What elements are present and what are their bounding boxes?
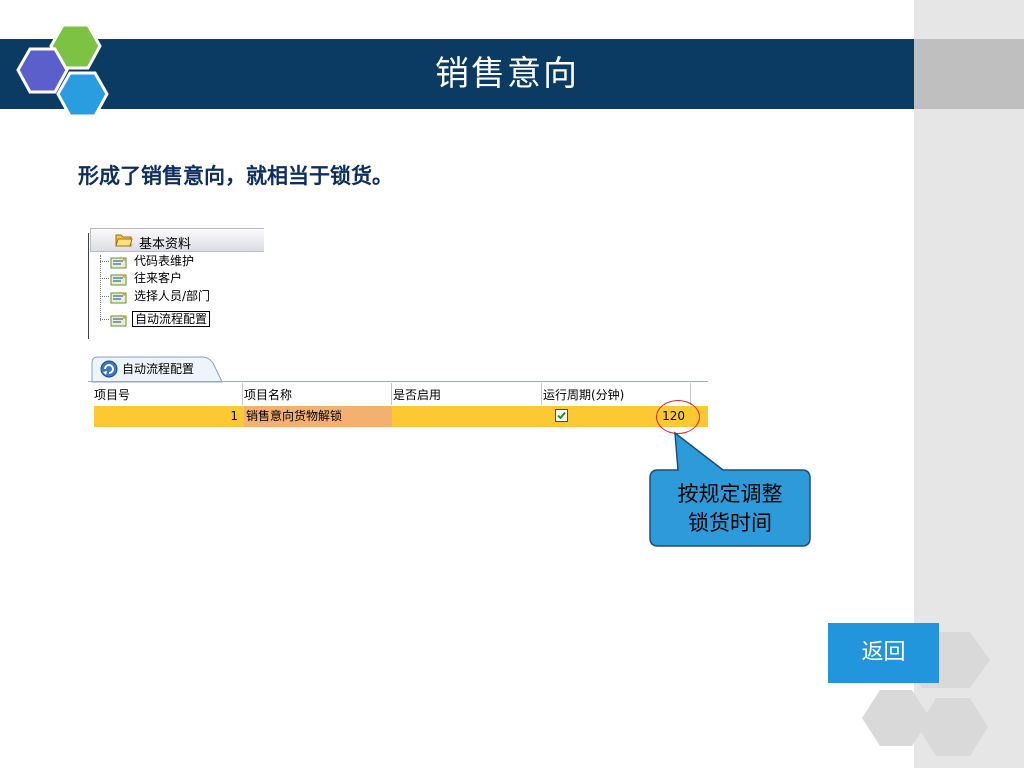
slide-subtitle: 形成了销售意向，就相当于锁货。 <box>78 164 393 188</box>
highlight-circle <box>656 400 700 434</box>
tree-connector <box>100 255 101 321</box>
back-button[interactable]: 返回 <box>828 623 939 683</box>
tree-item-label: 自动流程配置 <box>132 311 211 327</box>
page-title: 销售意向 <box>435 54 579 94</box>
tree-item-label: 往来客户 <box>134 271 183 285</box>
cell-name: 销售意向货物解锁 <box>244 406 392 427</box>
tree-item-label: 选择人员/部门 <box>134 289 211 303</box>
side-band <box>914 39 1024 109</box>
tree-border <box>88 233 89 339</box>
check-icon <box>557 411 566 420</box>
callout-line-1: 按规定调整 <box>677 482 783 506</box>
title-bar <box>0 39 914 109</box>
callout-line-2: 锁货时间 <box>688 511 772 535</box>
tree-item-label: 代码表维护 <box>134 254 195 268</box>
process-icon <box>100 360 118 378</box>
column-header-period[interactable]: 运行周期(分钟) <box>543 383 691 405</box>
cell-enabled <box>392 406 542 427</box>
enabled-checkbox[interactable] <box>555 409 568 422</box>
table-row[interactable]: 1 销售意向货物解锁 120 <box>94 406 708 427</box>
hexagon-logo-icon <box>16 24 109 118</box>
callout-text: 按规定调整 锁货时间 <box>650 480 810 538</box>
form-icon <box>110 256 127 269</box>
tree-header[interactable]: 基本资料 <box>90 228 264 252</box>
grid-header: 项目号 项目名称 是否启用 运行周期(分钟) <box>94 383 708 405</box>
column-header-name[interactable]: 项目名称 <box>244 383 392 405</box>
tree-header-label: 基本资料 <box>139 237 192 252</box>
callout-bubble <box>649 431 811 547</box>
column-header-id[interactable]: 项目号 <box>94 383 243 405</box>
cell-id: 1 <box>230 409 238 423</box>
grid-tab-label: 自动流程配置 <box>122 362 195 376</box>
tree-panel: 基本资料 代码表维护 往来客户 选择人员/部门 <box>88 223 264 341</box>
form-icon <box>110 291 127 304</box>
form-icon <box>110 314 127 327</box>
form-icon <box>110 273 127 286</box>
grid-tab-divider <box>88 381 708 382</box>
folder-icon <box>115 234 133 247</box>
column-header-enabled[interactable]: 是否启用 <box>393 383 542 405</box>
grid-tab[interactable] <box>90 355 225 383</box>
